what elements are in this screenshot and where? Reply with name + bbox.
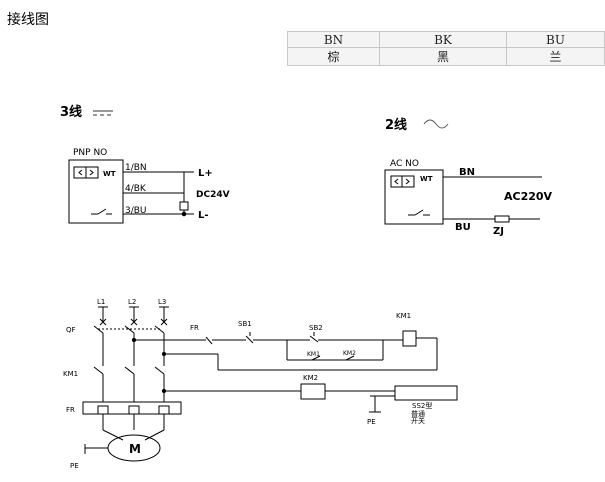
ss2-switch-box	[394, 385, 458, 401]
ac-wt-mark: WT	[420, 175, 433, 183]
wire-code-bu: BU	[506, 31, 605, 48]
ac-type-label: AC NO	[390, 159, 419, 169]
phase-l1-label: L1	[97, 298, 105, 306]
motor-label: M	[129, 442, 141, 456]
load-resistor	[179, 201, 189, 211]
wire-code-bk: BK	[379, 31, 507, 48]
phase-supply-lines	[98, 306, 169, 326]
phase-l2-label: L2	[128, 298, 136, 306]
zj-label: ZJ	[493, 226, 504, 237]
km1-contactor-label: KM1	[63, 370, 78, 378]
wire-bu-label: BU	[455, 222, 471, 233]
dc-voltage-label: DC24V	[196, 190, 230, 200]
ss2-name-line2: 开关	[411, 416, 425, 425]
ss2-model-label: SS2型	[412, 401, 432, 410]
km2-aux-label: KM2	[343, 350, 356, 357]
pnp-sensor-box	[68, 159, 124, 224]
pe-switch-label: PE	[367, 418, 376, 426]
pnp-wt-mark: WT	[103, 170, 116, 178]
zj-relay-coil	[494, 215, 510, 223]
km1-coil-label: KM1	[396, 312, 411, 320]
wire-color-table: BN BK BU 棕 黑 兰	[287, 31, 605, 66]
sb2-label: SB2	[309, 324, 323, 332]
contactor-km1-icon	[93, 360, 165, 402]
sb1-button-icon	[238, 332, 287, 344]
wire-name-black: 黑	[379, 47, 507, 66]
supply-positive-label: L+	[198, 168, 213, 179]
km2-coil-label: KM2	[303, 374, 318, 382]
breaker-qf-icon	[93, 325, 165, 360]
fr-nc-contact-icon	[200, 336, 238, 345]
photo-sensor-icon	[73, 166, 99, 179]
wire-code-bn: BN	[287, 31, 380, 48]
ss2-name-line1: 普通	[411, 409, 425, 418]
pe-motor-label: PE	[70, 462, 79, 470]
wire-name-blue: 兰	[506, 47, 605, 66]
terminal-bu-label: 3/BU	[125, 206, 147, 216]
terminal-bn-label: 1/BN	[125, 163, 147, 173]
two-wire-label: 2线	[385, 117, 407, 133]
pnp-type-label: PNP NO	[73, 148, 107, 158]
fr-relay-label: FR	[66, 406, 75, 414]
ac-symbol-icon	[423, 119, 449, 129]
wire-bn-label: BN	[459, 167, 475, 178]
aux-contacts-icon	[311, 355, 355, 361]
page-title: 接线图	[7, 12, 49, 28]
no-contact-icon	[408, 209, 430, 216]
wire-name-row: 棕 黑 兰	[287, 47, 605, 66]
thermal-relay-icon	[82, 401, 182, 430]
three-wire-label: 3线	[60, 104, 82, 120]
terminal-bk-label: 4/BK	[125, 184, 147, 194]
wire-code-row: BN BK BU	[287, 31, 605, 48]
phase-l3-label: L3	[158, 298, 166, 306]
sb2-button-icon	[287, 332, 403, 343]
dc-symbol-icon	[93, 110, 113, 116]
supply-negative-label: L-	[198, 210, 209, 221]
km2-coil	[300, 383, 326, 400]
qf-label: QF	[66, 326, 76, 334]
fr-contact-label: FR	[190, 324, 199, 332]
photo-sensor-icon	[390, 175, 415, 188]
km1-coil	[402, 330, 417, 347]
no-contact-icon	[91, 208, 112, 215]
km1-aux-label: KM1	[307, 351, 320, 358]
ac-voltage-label: AC220V	[504, 190, 553, 203]
ac-sensor-box	[384, 169, 444, 225]
sb1-label: SB1	[238, 320, 252, 328]
